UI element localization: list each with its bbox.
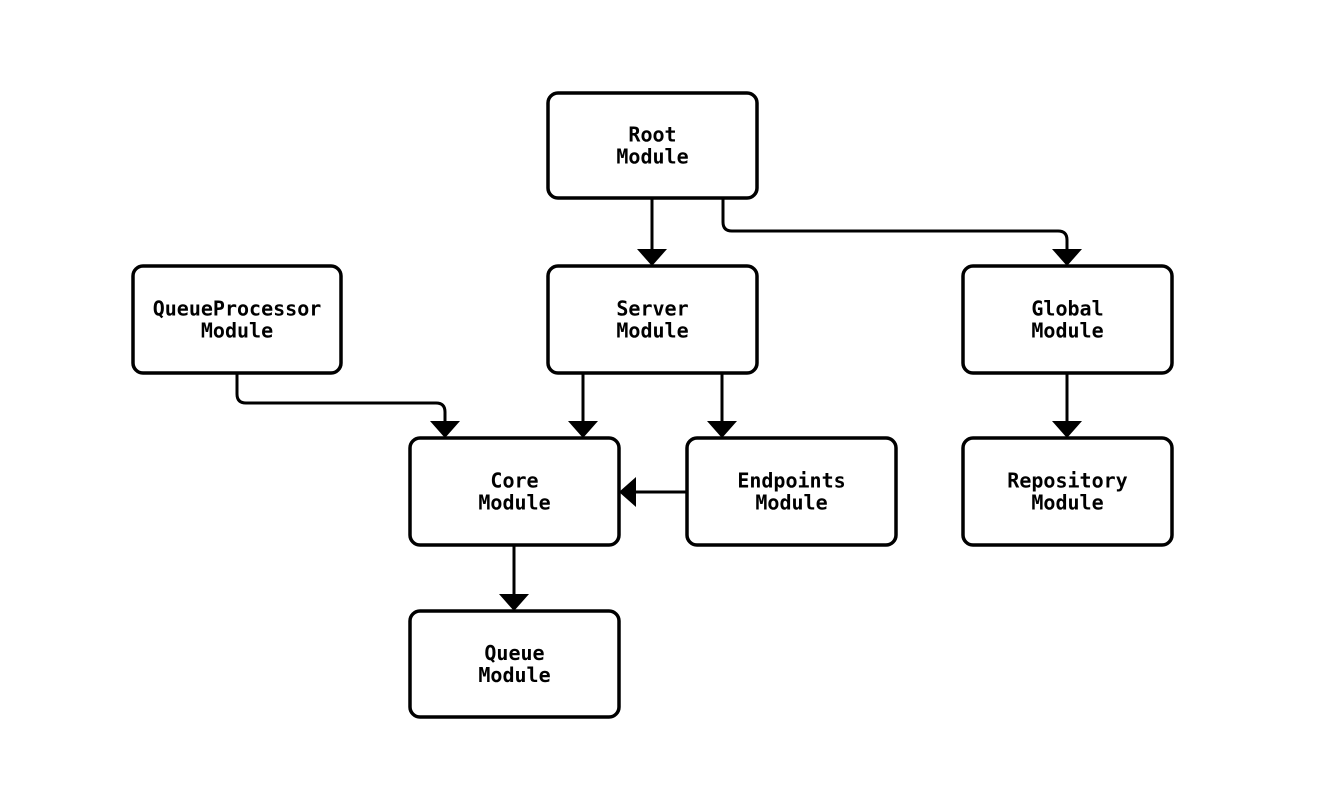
edge-root-module-to-global-module — [721, 198, 1082, 266]
node-global-module-box — [961, 264, 1174, 375]
arrowhead-icon — [568, 421, 598, 438]
edge-endpoints-module-to-core-module — [619, 477, 687, 507]
edge-server-module-to-core-module — [568, 373, 598, 438]
arrowhead-icon — [637, 249, 667, 266]
edge-line — [235, 373, 447, 421]
edge-root-module-to-server-module — [637, 198, 667, 266]
arrowhead-icon — [707, 421, 737, 438]
node-queueprocessor-module-box — [131, 264, 343, 375]
edge-server-module-to-endpoints-module — [707, 373, 737, 438]
arrowhead-icon — [1052, 249, 1082, 266]
node-root-module-box — [546, 91, 759, 200]
arrowhead-icon — [619, 477, 636, 507]
edge-global-module-to-repository-module — [1052, 373, 1082, 438]
edge-line — [721, 198, 1069, 249]
node-server-module-box — [546, 264, 759, 375]
node-endpoints-module-box — [685, 436, 898, 547]
node-core-module-box — [408, 436, 621, 547]
arrowhead-icon — [430, 421, 460, 438]
edge-queueprocessor-module-to-core-module — [235, 373, 460, 438]
edges-layer — [235, 198, 1082, 611]
arrowhead-icon — [1052, 421, 1082, 438]
edge-core-module-to-queue-module — [499, 545, 529, 611]
node-queue-module-box — [408, 609, 621, 719]
arrowhead-icon — [499, 594, 529, 611]
node-repository-module-box — [961, 436, 1174, 547]
